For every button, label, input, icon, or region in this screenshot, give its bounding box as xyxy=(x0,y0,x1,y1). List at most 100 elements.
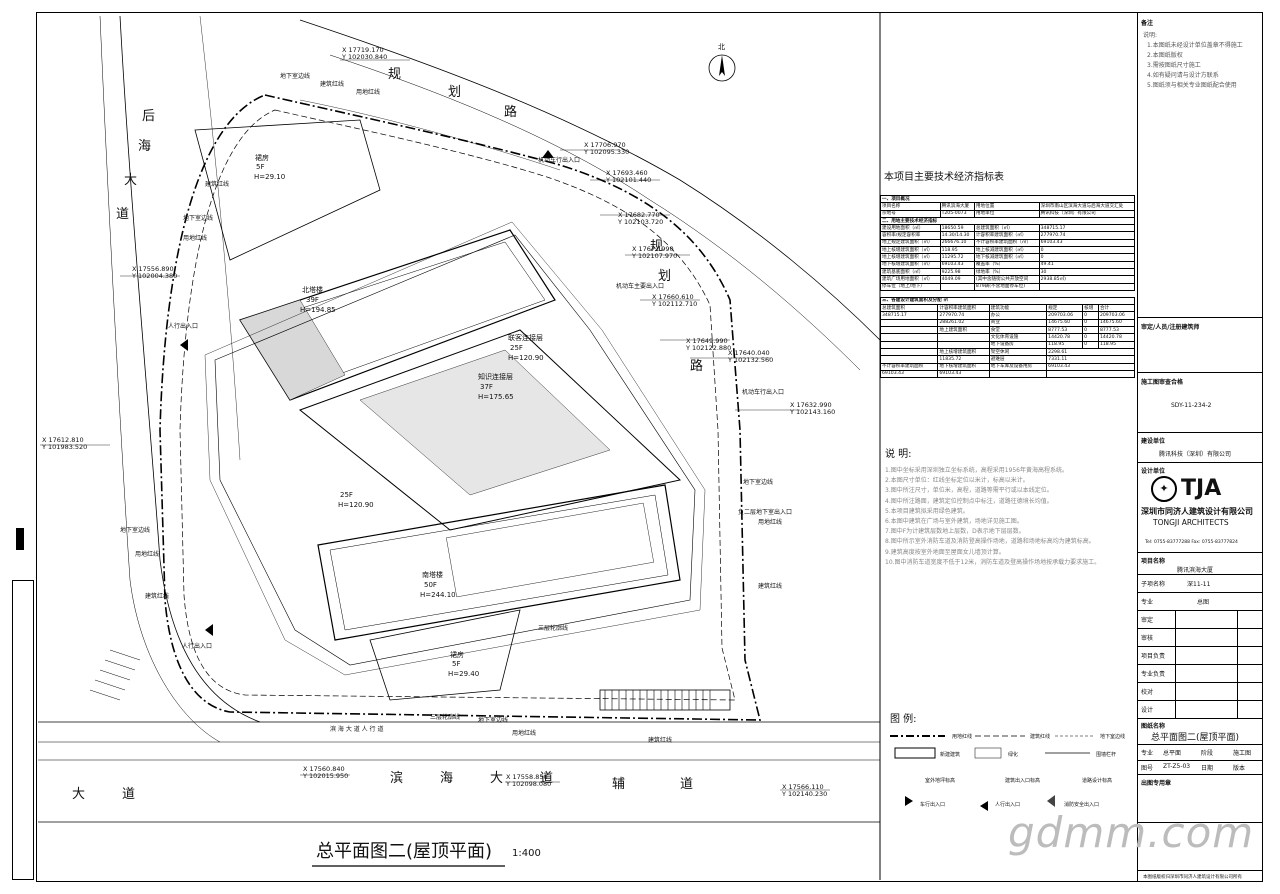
coord-leaders xyxy=(40,59,830,791)
building-label: 北塔楼 xyxy=(302,286,323,294)
legend-item: 建筑出入口标高 xyxy=(1005,778,1041,784)
north-tower-hatch xyxy=(239,299,346,401)
tb-section-label: 专业 xyxy=(1141,599,1154,606)
note-line: 8.图中所示室外消防车道及消防登高操作场地，道路和场地标高均为建筑标高。 xyxy=(885,538,1095,546)
tb-note-line: 1.本图纸未经设计单位盖章不得施工 xyxy=(1147,42,1243,49)
envelope xyxy=(214,234,696,666)
road-label: 划 xyxy=(658,269,673,284)
legend-heading: 图 例: xyxy=(890,714,917,725)
road-label: 道 xyxy=(116,207,131,222)
tech-table: 一、项目概况 项目名称 腾讯滨海大厦 用地位置 深圳市南山区滨海大道与后海大道交… xyxy=(879,194,1136,379)
tb-number: ZT-Z5-03 xyxy=(1163,763,1191,770)
vehicle-entry-marker xyxy=(542,150,554,158)
legend-item: 建筑红线 xyxy=(1030,734,1051,740)
legend-item: 地下室边线 xyxy=(1100,734,1126,740)
tb-role: 设计 xyxy=(1141,707,1154,714)
tb-footer: 本图纸版权归深圳市同济人建筑设计有限公司所有 xyxy=(1143,875,1242,880)
note-line: 6.本图中建筑在广场与室外建筑，场地详见施工图。 xyxy=(885,518,1023,526)
road-label: 大 xyxy=(124,173,139,188)
podium-north xyxy=(194,119,381,261)
tb-version-label: 版本 xyxy=(1233,765,1246,772)
legend-item: 道路设计标高 xyxy=(1082,778,1113,784)
table-cell: T205-0073 xyxy=(939,209,975,218)
tb-logo: ✦TJA xyxy=(1151,476,1221,502)
site-label: 地下室边线 xyxy=(478,717,509,724)
tb-number-label: 图号 xyxy=(1141,765,1154,772)
road-label: 规 xyxy=(650,239,665,254)
binding-strip xyxy=(12,580,34,880)
tb-note-line: 4.如有疑问请与设计方联系 xyxy=(1147,72,1219,79)
legend-item: 绿化 xyxy=(1008,752,1019,758)
note-line: 9.建筑高度按室外地面至屋面女儿墙顶计算。 xyxy=(885,548,1005,556)
building-label: H=175.65 xyxy=(478,393,514,401)
road-label: 大 xyxy=(490,771,505,786)
tb-project: 腾讯滨海大厦 xyxy=(1177,567,1214,574)
building-label: 39F xyxy=(306,296,319,304)
table-cell: 用地位置 xyxy=(973,202,1040,211)
table-cell: 宗地号 xyxy=(880,209,941,218)
land-redline xyxy=(159,94,762,721)
tb-note-label: 备注 xyxy=(1141,20,1154,27)
pedestrian-entry-marker xyxy=(205,624,213,636)
tb-meta: 施工图 xyxy=(1233,750,1252,757)
legend-item: 车行出入口 xyxy=(920,802,946,808)
site-label: 用地红线 xyxy=(356,89,381,96)
table-cell: 腾讯滨海大厦 xyxy=(939,202,975,211)
stair-hatch xyxy=(599,689,731,711)
tb-stamp-label: 施工图审查合格 xyxy=(1141,379,1184,386)
title-block: 备注 说明: 1.本图纸未经设计单位盖章不得施工 2.本图纸版权 3.需按图纸尺… xyxy=(1137,12,1263,882)
road-label: 规 xyxy=(388,67,403,82)
road-curve xyxy=(199,15,241,461)
note-line: 4.图中所注路面，建筑定位控制点中标注，道路往德境长均值。 xyxy=(885,497,1053,505)
tb-approval-label: 审定/人员/注册建筑师 xyxy=(1141,324,1200,331)
note-line: 3.图中所注尺寸，单位米，高程，道路等需平行或以本线定位。 xyxy=(885,487,1053,495)
road-label: 后 xyxy=(142,109,157,124)
building-label: 知识连接层 xyxy=(478,373,513,381)
road-label: 海 xyxy=(138,139,153,154)
table-cell: 总建筑面积 xyxy=(879,304,939,313)
binding-mark xyxy=(16,528,24,550)
tb-firm-en: TONGJI ARCHITECTS xyxy=(1153,518,1229,527)
tb-role: 项目负责 xyxy=(1141,653,1166,660)
tb-role: 审核 xyxy=(1141,635,1154,642)
legend-item: 消防安全出入口 xyxy=(1064,802,1100,808)
tech-table-heading: 本项目主要技术经济指标表 xyxy=(884,172,1004,183)
tb-stamp2-label: 出图专用章 xyxy=(1141,780,1172,787)
site-label: 地下室边线 xyxy=(183,215,214,222)
building-label: H=29.40 xyxy=(448,670,480,678)
site-label: 地下室边线 xyxy=(743,479,774,486)
legend-item: 用地红线 xyxy=(952,734,973,740)
left-stairs xyxy=(89,649,141,701)
table-cell: 用地单位 xyxy=(973,209,1040,218)
tb-review-no: SDY-11-234-2 xyxy=(1171,402,1212,409)
stair-hatch-lines xyxy=(604,690,711,710)
building-redline xyxy=(179,109,736,701)
tb-sheet-label: 图纸名称 xyxy=(1141,723,1166,730)
road-curve xyxy=(99,15,221,743)
road-label: 辅 xyxy=(612,777,627,792)
building-label: H=120.90 xyxy=(508,354,544,362)
site-label: 地下室边线 xyxy=(280,73,311,80)
table-section: 二、用地主要技术经济指标 xyxy=(880,216,1135,226)
road-label: 大 xyxy=(72,787,87,802)
table-cell: 项目名称 xyxy=(880,202,941,211)
